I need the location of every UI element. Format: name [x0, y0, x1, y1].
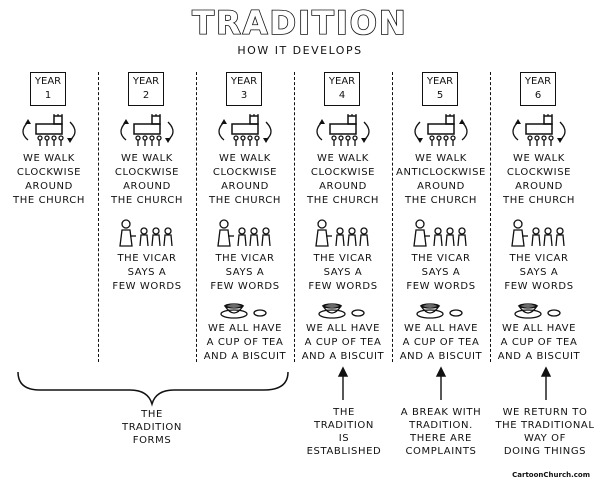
year-label: YEAR 4	[324, 72, 360, 106]
column-divider	[490, 72, 491, 362]
tea-text: WE ALL HAVE A CUP OF TEA AND A BISCUIT	[203, 323, 287, 362]
year-label: YEAR 2	[128, 72, 164, 106]
church-procession-icon	[414, 114, 468, 146]
church-procession-icon	[22, 114, 76, 146]
year-column: YEAR 1 WE WALK CLOCKWISE AROUND THE CHUR…	[0, 72, 98, 372]
vicar-and-congregation-icon	[315, 219, 369, 247]
walk-text: WE WALK CLOCKWISE AROUND THE CHURCH	[209, 153, 281, 206]
church-procession-icon	[316, 114, 370, 146]
teacup-and-biscuit-icon	[416, 303, 463, 319]
teacup-and-biscuit-icon	[318, 303, 365, 319]
church-procession-icon	[218, 114, 272, 146]
vicar-and-congregation-icon	[413, 219, 467, 247]
year-column: YEAR 3 WE WALK CLOCKWISE AROUND THE CHUR…	[196, 72, 294, 372]
church-procession-icon	[120, 114, 174, 146]
year-label: YEAR 5	[422, 72, 458, 106]
walk-text: WE WALK CLOCKWISE AROUND THE CHURCH	[111, 153, 183, 206]
page-title: TRADITION	[191, 3, 408, 43]
note-break: A BREAK WITH TRADITION. THERE ARE COMPLA…	[400, 407, 482, 457]
church-procession-icon	[512, 114, 566, 146]
column-divider	[294, 72, 295, 362]
column-divider	[196, 72, 197, 362]
note-return: WE RETURN TO THE TRADITIONAL WAY OF DOIN…	[495, 407, 595, 457]
vicar-and-congregation-icon	[119, 219, 173, 247]
year-column: YEAR 6 WE WALK CLOCKWISE AROUND THE CHUR…	[490, 72, 588, 372]
walk-text: WE WALK ANTICLOCKWISE AROUND THE CHURCH	[396, 153, 486, 206]
vicar-and-congregation-icon	[511, 219, 565, 247]
credit: CartoonChurch.com	[512, 471, 590, 479]
year-label: YEAR 3	[226, 72, 262, 106]
tea-text: WE ALL HAVE A CUP OF TEA AND A BISCUIT	[399, 323, 483, 362]
vicar-text: THE VICAR SAYS A FEW WORDS	[504, 253, 574, 292]
vicar-text: THE VICAR SAYS A FEW WORDS	[308, 253, 378, 292]
year-label: YEAR 6	[520, 72, 556, 106]
note-forms: THE TRADITION FORMS	[122, 409, 182, 446]
year-column: YEAR 2 WE WALK CLOCKWISE AROUND THE CHUR…	[98, 72, 196, 372]
year-column: YEAR 5 WE WALK ANTICLOCKWISE AROUND THE …	[392, 72, 490, 372]
tea-text: WE ALL HAVE A CUP OF TEA AND A BISCUIT	[301, 323, 385, 362]
page-subtitle: HOW IT DEVELOPS	[237, 44, 363, 57]
teacup-and-biscuit-icon	[220, 303, 267, 319]
tea-text: WE ALL HAVE A CUP OF TEA AND A BISCUIT	[497, 323, 581, 362]
column-divider	[98, 72, 99, 362]
vicar-and-congregation-icon	[217, 219, 271, 247]
vicar-text: THE VICAR SAYS A FEW WORDS	[210, 253, 280, 292]
note-established: THE TRADITION IS ESTABLISHED	[306, 407, 382, 457]
walk-text: WE WALK CLOCKWISE AROUND THE CHURCH	[503, 153, 575, 206]
year-label: YEAR 1	[30, 72, 66, 106]
vicar-text: THE VICAR SAYS A FEW WORDS	[112, 253, 182, 292]
column-divider	[392, 72, 393, 362]
year-column: YEAR 4 WE WALK CLOCKWISE AROUND THE CHUR…	[294, 72, 392, 372]
teacup-and-biscuit-icon	[514, 303, 561, 319]
brace	[17, 371, 289, 407]
walk-text: WE WALK CLOCKWISE AROUND THE CHURCH	[13, 153, 85, 206]
vicar-text: THE VICAR SAYS A FEW WORDS	[406, 253, 476, 292]
walk-text: WE WALK CLOCKWISE AROUND THE CHURCH	[307, 153, 379, 206]
